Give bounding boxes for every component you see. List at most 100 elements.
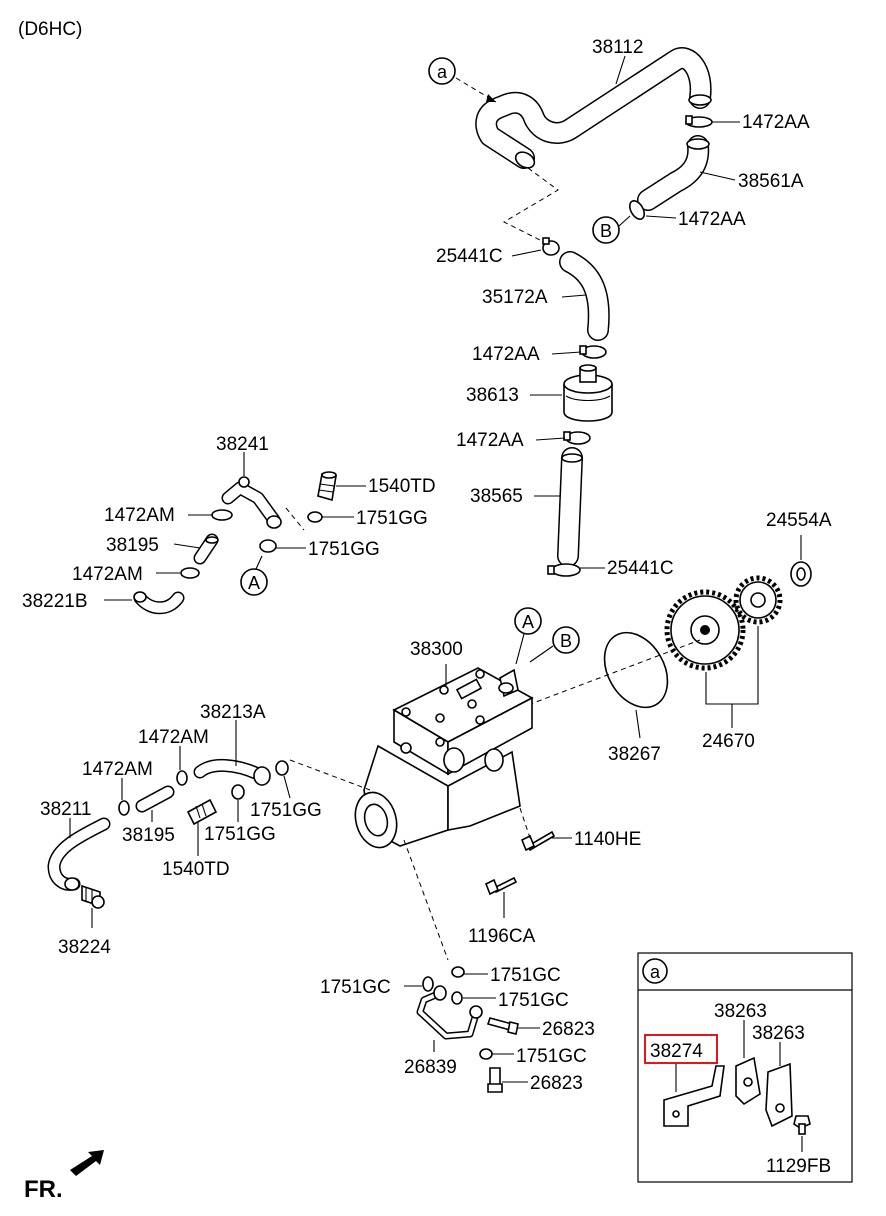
detail-box-tag: a <box>650 962 661 982</box>
bolt-26823-lower[interactable] <box>487 1067 503 1093</box>
hose-38195-top[interactable] <box>193 533 219 565</box>
svg-text:B: B <box>600 221 612 241</box>
bolt-26823-upper[interactable] <box>486 1017 519 1035</box>
label-38561A: 38561A <box>738 171 804 192</box>
label-1751GC-4: 1751GC <box>516 1046 587 1067</box>
pipe-38213A[interactable] <box>193 759 271 786</box>
clamp-1472AA-second[interactable] <box>627 198 647 221</box>
pipe-26839[interactable] <box>416 985 483 1040</box>
label-38213A: 38213A <box>200 702 266 723</box>
callout-A-left: A <box>240 555 268 596</box>
elbow-38221B[interactable] <box>133 591 185 615</box>
bracket-38274[interactable] <box>663 1065 725 1127</box>
clamp-1472AA-third[interactable] <box>579 345 607 359</box>
label-1472AA-3: 1472AA <box>472 344 540 365</box>
hose-38565[interactable] <box>557 447 583 567</box>
label-1751GC-2: 1751GC <box>320 977 391 998</box>
clip-38263-second[interactable] <box>765 1062 793 1128</box>
plug-38224[interactable] <box>81 884 105 909</box>
label-1196CA: 1196CA <box>468 926 536 947</box>
label-1751GC-3: 1751GC <box>498 990 569 1011</box>
washer-1751GG-second[interactable] <box>259 539 277 553</box>
front-marker-label: FR. <box>24 1176 63 1203</box>
label-24670: 24670 <box>702 731 755 752</box>
svg-text:A: A <box>248 573 260 593</box>
svg-text:a: a <box>437 62 448 82</box>
clip-38263-first[interactable] <box>735 1056 761 1106</box>
label-26839: 26839 <box>404 1057 457 1078</box>
clamp-1472AM-top[interactable] <box>211 509 233 521</box>
breather-38613[interactable] <box>563 364 613 422</box>
label-26823-2: 26823 <box>530 1073 583 1094</box>
label-38274: 38274 <box>650 1041 703 1062</box>
fitting-1540TD-top[interactable] <box>317 471 337 502</box>
fitting-1540TD-lower[interactable] <box>186 798 218 826</box>
label-24554A: 24554A <box>766 510 832 531</box>
label-25441C-2: 25441C <box>607 558 674 579</box>
front-arrow-icon <box>70 1150 104 1176</box>
hose-38561A[interactable] <box>637 135 710 211</box>
label-38195-2: 38195 <box>122 825 175 846</box>
bolt-1129FB[interactable] <box>793 1115 811 1135</box>
pipe-38241[interactable] <box>221 476 282 529</box>
label-1472AA-1: 1472AA <box>742 112 810 133</box>
label-38300: 38300 <box>410 639 463 660</box>
callout-B-compressor: B <box>529 626 580 663</box>
label-38241: 38241 <box>216 434 269 455</box>
washer-1751GC-right-top[interactable] <box>451 966 465 978</box>
callout-B-top: B <box>592 215 631 244</box>
engine-code: (D6HC) <box>18 19 82 40</box>
clamp-1472AM-fourth[interactable] <box>118 800 130 816</box>
bolt-1140HE[interactable] <box>520 830 556 852</box>
washer-1751GG-third[interactable] <box>275 760 289 776</box>
detail-box-a: a <box>637 952 853 1183</box>
gear-large-24670[interactable] <box>664 589 746 671</box>
clamp-1472AA-fourth[interactable] <box>563 431 591 445</box>
label-38224: 38224 <box>58 937 111 958</box>
washer-1751GC-bottom[interactable] <box>479 1048 493 1060</box>
clamp-25441C-top[interactable] <box>542 237 560 256</box>
oring-38267[interactable] <box>592 621 680 718</box>
hose-38195-lower[interactable] <box>135 785 175 813</box>
callout-A-compressor: A <box>514 607 542 665</box>
bolt-1196CA[interactable] <box>484 876 518 896</box>
label-38263-2: 38263 <box>752 1023 805 1044</box>
label-1751GC-1: 1751GC <box>490 965 561 986</box>
label-38565: 38565 <box>470 486 523 507</box>
label-38263-1: 38263 <box>714 1001 767 1022</box>
clamp-25441C-bottom[interactable] <box>547 563 581 577</box>
svg-text:A: A <box>522 612 534 632</box>
label-1540TD-2: 1540TD <box>162 859 230 880</box>
gear-small-24670[interactable] <box>733 575 783 625</box>
hose-35172A[interactable] <box>559 251 610 341</box>
washer-1751GC-right-mid[interactable] <box>451 991 463 1005</box>
label-1472AM-2: 1472AM <box>72 564 143 585</box>
hose-38211[interactable] <box>47 817 111 891</box>
label-38221B: 38221B <box>22 591 88 612</box>
svg-text:B: B <box>560 631 572 651</box>
label-38267: 38267 <box>608 744 661 765</box>
compressor-38300[interactable] <box>349 667 534 852</box>
clamp-1472AA-top[interactable] <box>685 115 713 128</box>
label-1472AA-4: 1472AA <box>456 430 524 451</box>
washer-1751GG-top[interactable] <box>307 511 323 523</box>
label-38112: 38112 <box>592 37 643 58</box>
highlight-38274 <box>644 1034 718 1064</box>
label-38211: 38211 <box>40 799 91 820</box>
callout-a: a <box>428 57 497 103</box>
hose-38112[interactable] <box>475 47 712 171</box>
clamp-1472AM-second[interactable] <box>180 567 200 579</box>
clamp-1472AM-third[interactable] <box>176 770 188 786</box>
bearing-24554A[interactable] <box>790 561 812 587</box>
label-1751GG-4: 1751GG <box>204 824 276 845</box>
label-1751GG-1: 1751GG <box>356 508 428 529</box>
label-1540TD-1: 1540TD <box>368 476 436 497</box>
washer-1751GC-left[interactable] <box>422 976 434 992</box>
label-38613: 38613 <box>466 385 519 406</box>
label-1751GG-2: 1751GG <box>308 539 380 560</box>
label-1472AM-3: 1472AM <box>138 727 209 748</box>
label-25441C-1: 25441C <box>436 246 503 267</box>
washer-1751GG-fourth[interactable] <box>231 784 245 800</box>
label-1140HE: 1140HE <box>574 829 641 850</box>
